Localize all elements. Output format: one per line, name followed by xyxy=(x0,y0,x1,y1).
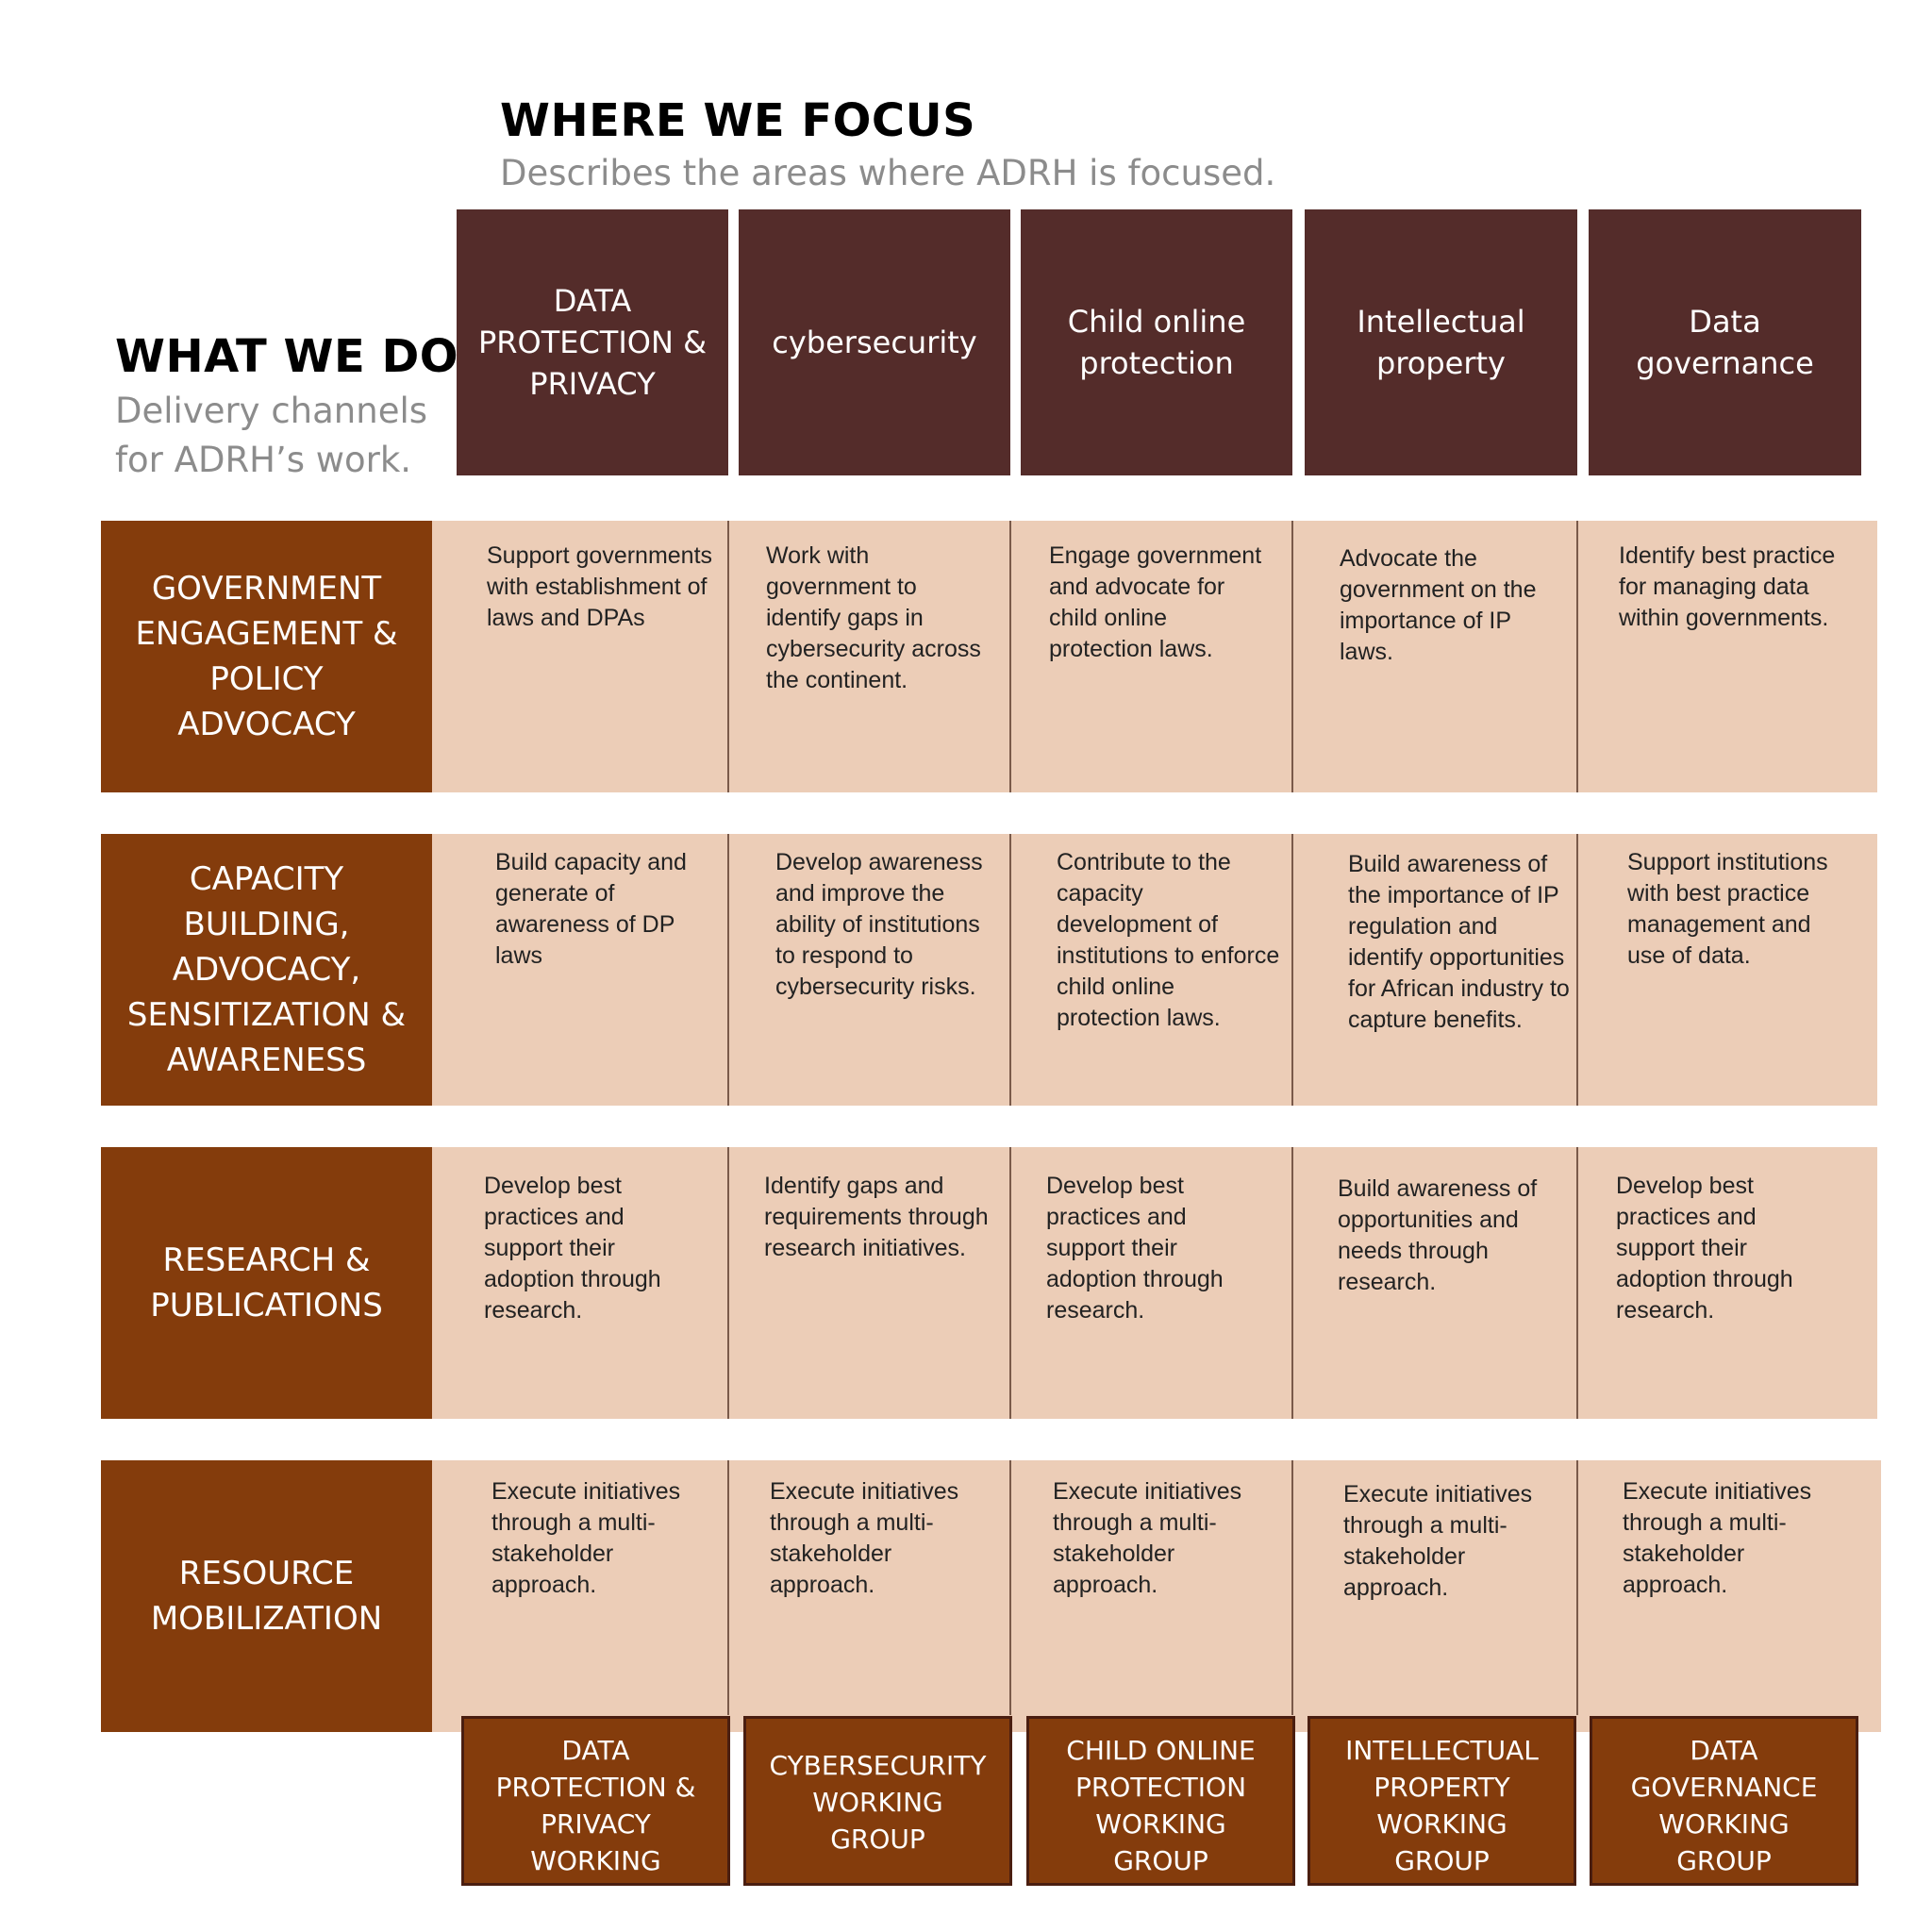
focus-area-data-protection: DATA PROTECTION & PRIVACY xyxy=(457,209,728,475)
where-we-focus-title: WHERE WE FOCUS xyxy=(500,94,976,147)
focus-area-data-governance: Data governance xyxy=(1589,209,1861,475)
column-divider xyxy=(1291,834,1293,1106)
column-divider xyxy=(727,1460,729,1715)
focus-area-intellectual-property: Intellectual property xyxy=(1305,209,1577,475)
channel-label: RESEARCH & PUBLICATIONS xyxy=(150,1241,383,1324)
channel-research-publications: RESEARCH & PUBLICATIONS xyxy=(101,1147,432,1419)
cell-capacity-ip: Build awareness of the importance of IP … xyxy=(1348,851,1570,1033)
row-band-capacity xyxy=(431,834,1877,1106)
column-divider xyxy=(1291,1460,1293,1715)
working-group-data-governance: DATA GOVERNANCE WORKING GROUP xyxy=(1590,1716,1858,1886)
column-divider xyxy=(1576,1460,1578,1715)
column-divider xyxy=(727,834,729,1106)
cell-resource-child-online: Execute initiatives through a multi-stak… xyxy=(1053,1478,1242,1598)
channel-government-engagement: GOVERNMENT ENGAGEMENT & POLICY ADVOCACY xyxy=(101,521,432,792)
working-group-intellectual-property: INTELLECTUAL PROPERTY WORKING GROUP xyxy=(1307,1716,1576,1886)
row-band-government xyxy=(431,521,1877,792)
cell-research-ip: Build awareness of opportunities and nee… xyxy=(1338,1175,1538,1295)
cell-capacity-cybersecurity: Develop awareness and improve the abilit… xyxy=(775,849,983,1000)
working-group-label: CYBERSECURITY WORKING GROUP xyxy=(769,1750,987,1855)
focus-area-label: DATA PROTECTION & PRIVACY xyxy=(477,283,708,402)
channel-label: GOVERNMENT ENGAGEMENT & POLICY ADVOCACY xyxy=(135,570,398,743)
cell-capacity-child-online: Contribute to the capacity development o… xyxy=(1057,849,1280,1031)
cell-government-data-governance: Identify best practice for managing data… xyxy=(1619,542,1836,631)
channel-resource-mobilization: RESOURCE MOBILIZATION xyxy=(101,1460,432,1732)
working-group-label: CHILD ONLINE PROTECTION WORKING GROUP xyxy=(1066,1735,1256,1876)
cell-government-child-online: Engage government and advocate for child… xyxy=(1049,542,1262,662)
cell-resource-cybersecurity: Execute initiatives through a multi-stak… xyxy=(770,1478,959,1598)
what-we-do-subtitle: Delivery channels for ADRH’s work. xyxy=(115,391,428,480)
column-divider xyxy=(1576,1147,1578,1419)
column-divider xyxy=(1576,521,1578,792)
channel-capacity-building: CAPACITY BUILDING, ADVOCACY, SENSITIZATI… xyxy=(101,834,432,1106)
column-divider xyxy=(1009,521,1011,792)
cell-research-child-online: Develop best practices and support their… xyxy=(1046,1173,1224,1324)
where-we-focus-subtitle: Describes the areas where ADRH is focuse… xyxy=(500,153,1276,193)
channel-label: RESOURCE MOBILIZATION xyxy=(150,1555,383,1638)
channel-label: CAPACITY BUILDING, ADVOCACY, SENSITIZATI… xyxy=(126,860,407,1079)
column-divider xyxy=(1009,834,1011,1106)
row-band-research xyxy=(431,1147,1877,1419)
working-group-label: DATA GOVERNANCE WORKING GROUP xyxy=(1630,1735,1818,1876)
column-divider xyxy=(1576,834,1578,1106)
column-divider xyxy=(1009,1147,1011,1419)
working-group-label: INTELLECTUAL PROPERTY WORKING GROUP xyxy=(1345,1735,1539,1876)
column-divider xyxy=(1291,521,1293,792)
cell-government-ip: Advocate the government on the importanc… xyxy=(1340,545,1537,665)
cell-research-cybersecurity: Identify gaps and requirements through r… xyxy=(764,1173,989,1261)
column-divider xyxy=(727,1147,729,1419)
cell-capacity-data-protection: Build capacity and generate of awareness… xyxy=(495,849,687,969)
cell-capacity-data-governance: Support institutions with best practice … xyxy=(1627,849,1828,969)
working-group-label: DATA PROTECTION & PRIVACY WORKING xyxy=(495,1735,696,1876)
cell-research-data-protection: Develop best practices and support their… xyxy=(484,1173,661,1324)
working-group-child-online-protection: CHILD ONLINE PROTECTION WORKING GROUP xyxy=(1026,1716,1295,1886)
working-group-data-protection: DATA PROTECTION & PRIVACY WORKING xyxy=(461,1716,730,1886)
focus-area-label: cybersecurity xyxy=(772,325,977,360)
focus-area-label: Intellectual property xyxy=(1357,304,1525,381)
working-group-cybersecurity: CYBERSECURITY WORKING GROUP xyxy=(743,1716,1012,1886)
focus-area-child-online-protection: Child online protection xyxy=(1021,209,1292,475)
column-divider xyxy=(727,521,729,792)
focus-area-label: Child online protection xyxy=(1067,304,1246,381)
focus-area-label: Data governance xyxy=(1636,304,1814,381)
column-divider xyxy=(1009,1460,1011,1715)
cell-research-data-governance: Develop best practices and support their… xyxy=(1616,1173,1793,1324)
what-we-do-title: WHAT WE DO xyxy=(115,330,459,383)
cell-resource-data-protection: Execute initiatives through a multi-stak… xyxy=(491,1478,681,1598)
cell-resource-ip: Execute initiatives through a multi-stak… xyxy=(1343,1481,1533,1601)
row-band-resource xyxy=(431,1460,1881,1732)
focus-area-cybersecurity: cybersecurity xyxy=(739,209,1010,475)
cell-government-cybersecurity: Work with government to identify gaps in… xyxy=(766,542,981,693)
cell-government-data-protection: Support governments with establishment o… xyxy=(487,542,713,631)
column-divider xyxy=(1291,1147,1293,1419)
cell-resource-data-governance: Execute initiatives through a multi-stak… xyxy=(1623,1478,1812,1598)
